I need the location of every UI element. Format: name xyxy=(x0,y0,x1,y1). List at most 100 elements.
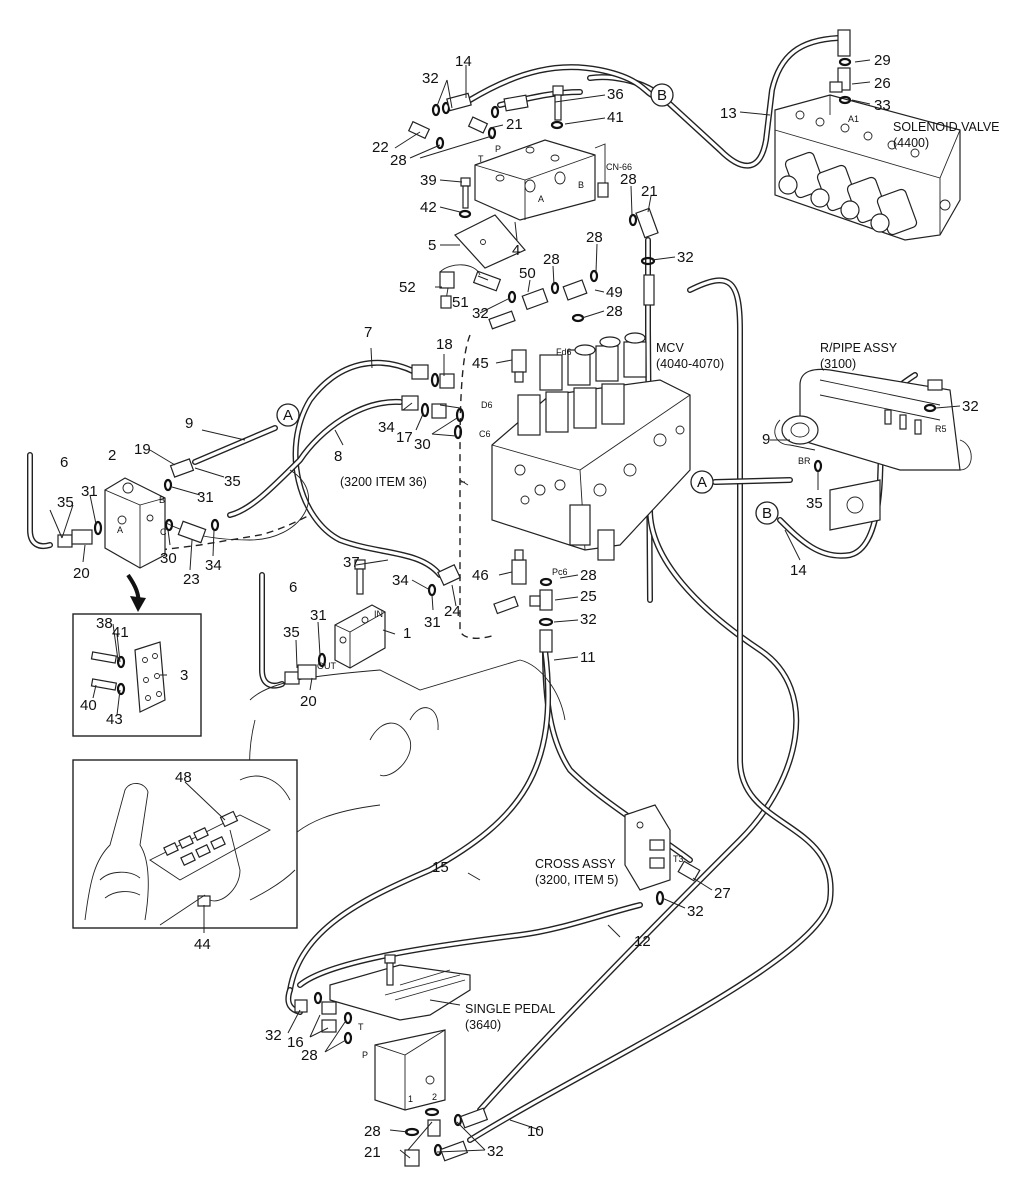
callout-30-mcv: 30 xyxy=(414,436,431,453)
callout-48: 48 xyxy=(175,769,192,786)
callout-32-51: 32 xyxy=(472,305,489,322)
callout-28-mid: 28 xyxy=(586,229,603,246)
note-cross-assy-code: (3200, ITEM 5) xyxy=(535,873,618,887)
callout-9-right: 9 xyxy=(762,431,770,448)
bolt-36 xyxy=(552,85,564,121)
callout-4: 4 xyxy=(512,242,520,259)
svg-text:B: B xyxy=(762,505,772,522)
callout-12: 12 xyxy=(634,933,651,950)
note-single-pedal-code: (3640) xyxy=(465,1018,501,1032)
ref-b-right: B xyxy=(755,501,779,525)
port-t-pedal: T xyxy=(358,1022,364,1032)
fitting-cluster-50 xyxy=(439,264,599,330)
callout-17: 17 xyxy=(396,429,413,446)
callout-51: 51 xyxy=(452,294,469,311)
bracket-5 xyxy=(454,214,526,269)
callout-29: 29 xyxy=(874,52,891,69)
relief-valve-45 xyxy=(511,349,527,383)
svg-text:B: B xyxy=(657,87,667,104)
hose-12 xyxy=(297,902,643,988)
fittings-mcv-left xyxy=(401,364,465,440)
hose-6-left xyxy=(27,452,53,550)
port-out: OUT xyxy=(317,661,337,671)
callout-24: 24 xyxy=(444,603,461,620)
callout-14-right: 14 xyxy=(790,562,807,579)
note-3200-item36: (3200 ITEM 36) xyxy=(340,475,427,489)
callout-35-b2: 35 xyxy=(224,473,241,490)
callout-28-50: 28 xyxy=(543,251,560,268)
port-in: IN xyxy=(374,609,383,619)
callout-20-left: 20 xyxy=(73,565,90,582)
hose-8 xyxy=(227,398,403,518)
valve-block-4: T P A B CN-66 xyxy=(474,139,632,221)
oring-35-rpipe xyxy=(813,459,823,473)
callout-43: 43 xyxy=(106,711,123,728)
callout-1: 1 xyxy=(403,625,411,642)
hose-6-mid xyxy=(259,572,285,689)
callout-15: 15 xyxy=(432,859,449,876)
callout-6-mid: 6 xyxy=(289,579,297,596)
callout-32-cross: 32 xyxy=(687,903,704,920)
hose-9-left xyxy=(192,425,278,465)
hose-15 xyxy=(287,647,552,993)
callout-28-pedal: 28 xyxy=(301,1047,318,1064)
svg-text:A: A xyxy=(283,407,293,424)
callout-34-mcv: 34 xyxy=(378,419,395,436)
bolt-39 xyxy=(460,177,471,209)
callout-35-mid: 35 xyxy=(283,624,300,641)
washer-41 xyxy=(550,120,564,130)
callout-23: 23 xyxy=(183,571,200,588)
port-cn66: CN-66 xyxy=(606,162,632,172)
fittings-block1 xyxy=(284,564,461,685)
port-1-pedal: 1 xyxy=(408,1094,413,1104)
callout-28-49: 28 xyxy=(606,303,623,320)
inset-cab-panel xyxy=(72,759,298,929)
callout-38: 38 xyxy=(96,615,113,632)
callout-5: 5 xyxy=(428,237,436,254)
callout-42: 42 xyxy=(420,199,437,216)
callout-32-pedal: 32 xyxy=(265,1027,282,1044)
callout-21-block: 21 xyxy=(641,183,658,200)
callout-3: 3 xyxy=(180,667,188,684)
port-b-block2: B xyxy=(159,495,165,505)
callout-36: 36 xyxy=(607,86,624,103)
callout-30-b2: 30 xyxy=(160,550,177,567)
port-b: B xyxy=(578,180,584,190)
callout-11: 11 xyxy=(580,649,596,666)
port-r5: R5 xyxy=(935,424,947,434)
callout-19: 19 xyxy=(134,441,151,458)
callout-41-top: 41 xyxy=(607,109,624,126)
callout-37: 37 xyxy=(343,554,360,571)
callout-32-25: 32 xyxy=(580,611,597,628)
callout-21-bottom: 21 xyxy=(364,1144,381,1161)
callout-32-bottom: 32 xyxy=(487,1143,504,1160)
callout-52: 52 xyxy=(399,279,416,296)
oring-32-rpipe xyxy=(923,403,937,413)
fittings-block2 xyxy=(57,458,220,548)
port-c6: C6 xyxy=(479,429,491,439)
port-a: A xyxy=(538,194,544,204)
port-p: P xyxy=(495,144,501,154)
inset-bracket xyxy=(72,613,202,737)
callout-27: 27 xyxy=(714,885,731,902)
note-single-pedal: SINGLE PEDAL xyxy=(465,1002,555,1016)
callout-18: 18 xyxy=(436,336,453,353)
port-c-block2: C xyxy=(160,527,167,537)
callout-28-block: 28 xyxy=(620,171,637,188)
hose-10 xyxy=(467,277,834,1143)
callout-31-b1: 31 xyxy=(424,614,441,631)
callout-28-pc6: 28 xyxy=(580,567,597,584)
ref-a-right: A xyxy=(690,470,714,494)
note-solenoid-code: (4400) xyxy=(893,136,929,150)
callout-7: 7 xyxy=(364,324,372,341)
callout-50: 50 xyxy=(519,265,536,282)
solenoid-coils xyxy=(778,151,918,236)
relief-valve-46 xyxy=(511,549,527,585)
callout-35-left: 35 xyxy=(57,494,74,511)
port-t: T xyxy=(478,154,484,164)
callout-6-left: 6 xyxy=(60,454,68,471)
callout-13: 13 xyxy=(720,105,737,122)
fitting-26-group xyxy=(829,29,852,105)
port-d6: D6 xyxy=(481,400,493,410)
callout-28-bottom: 28 xyxy=(364,1123,381,1140)
